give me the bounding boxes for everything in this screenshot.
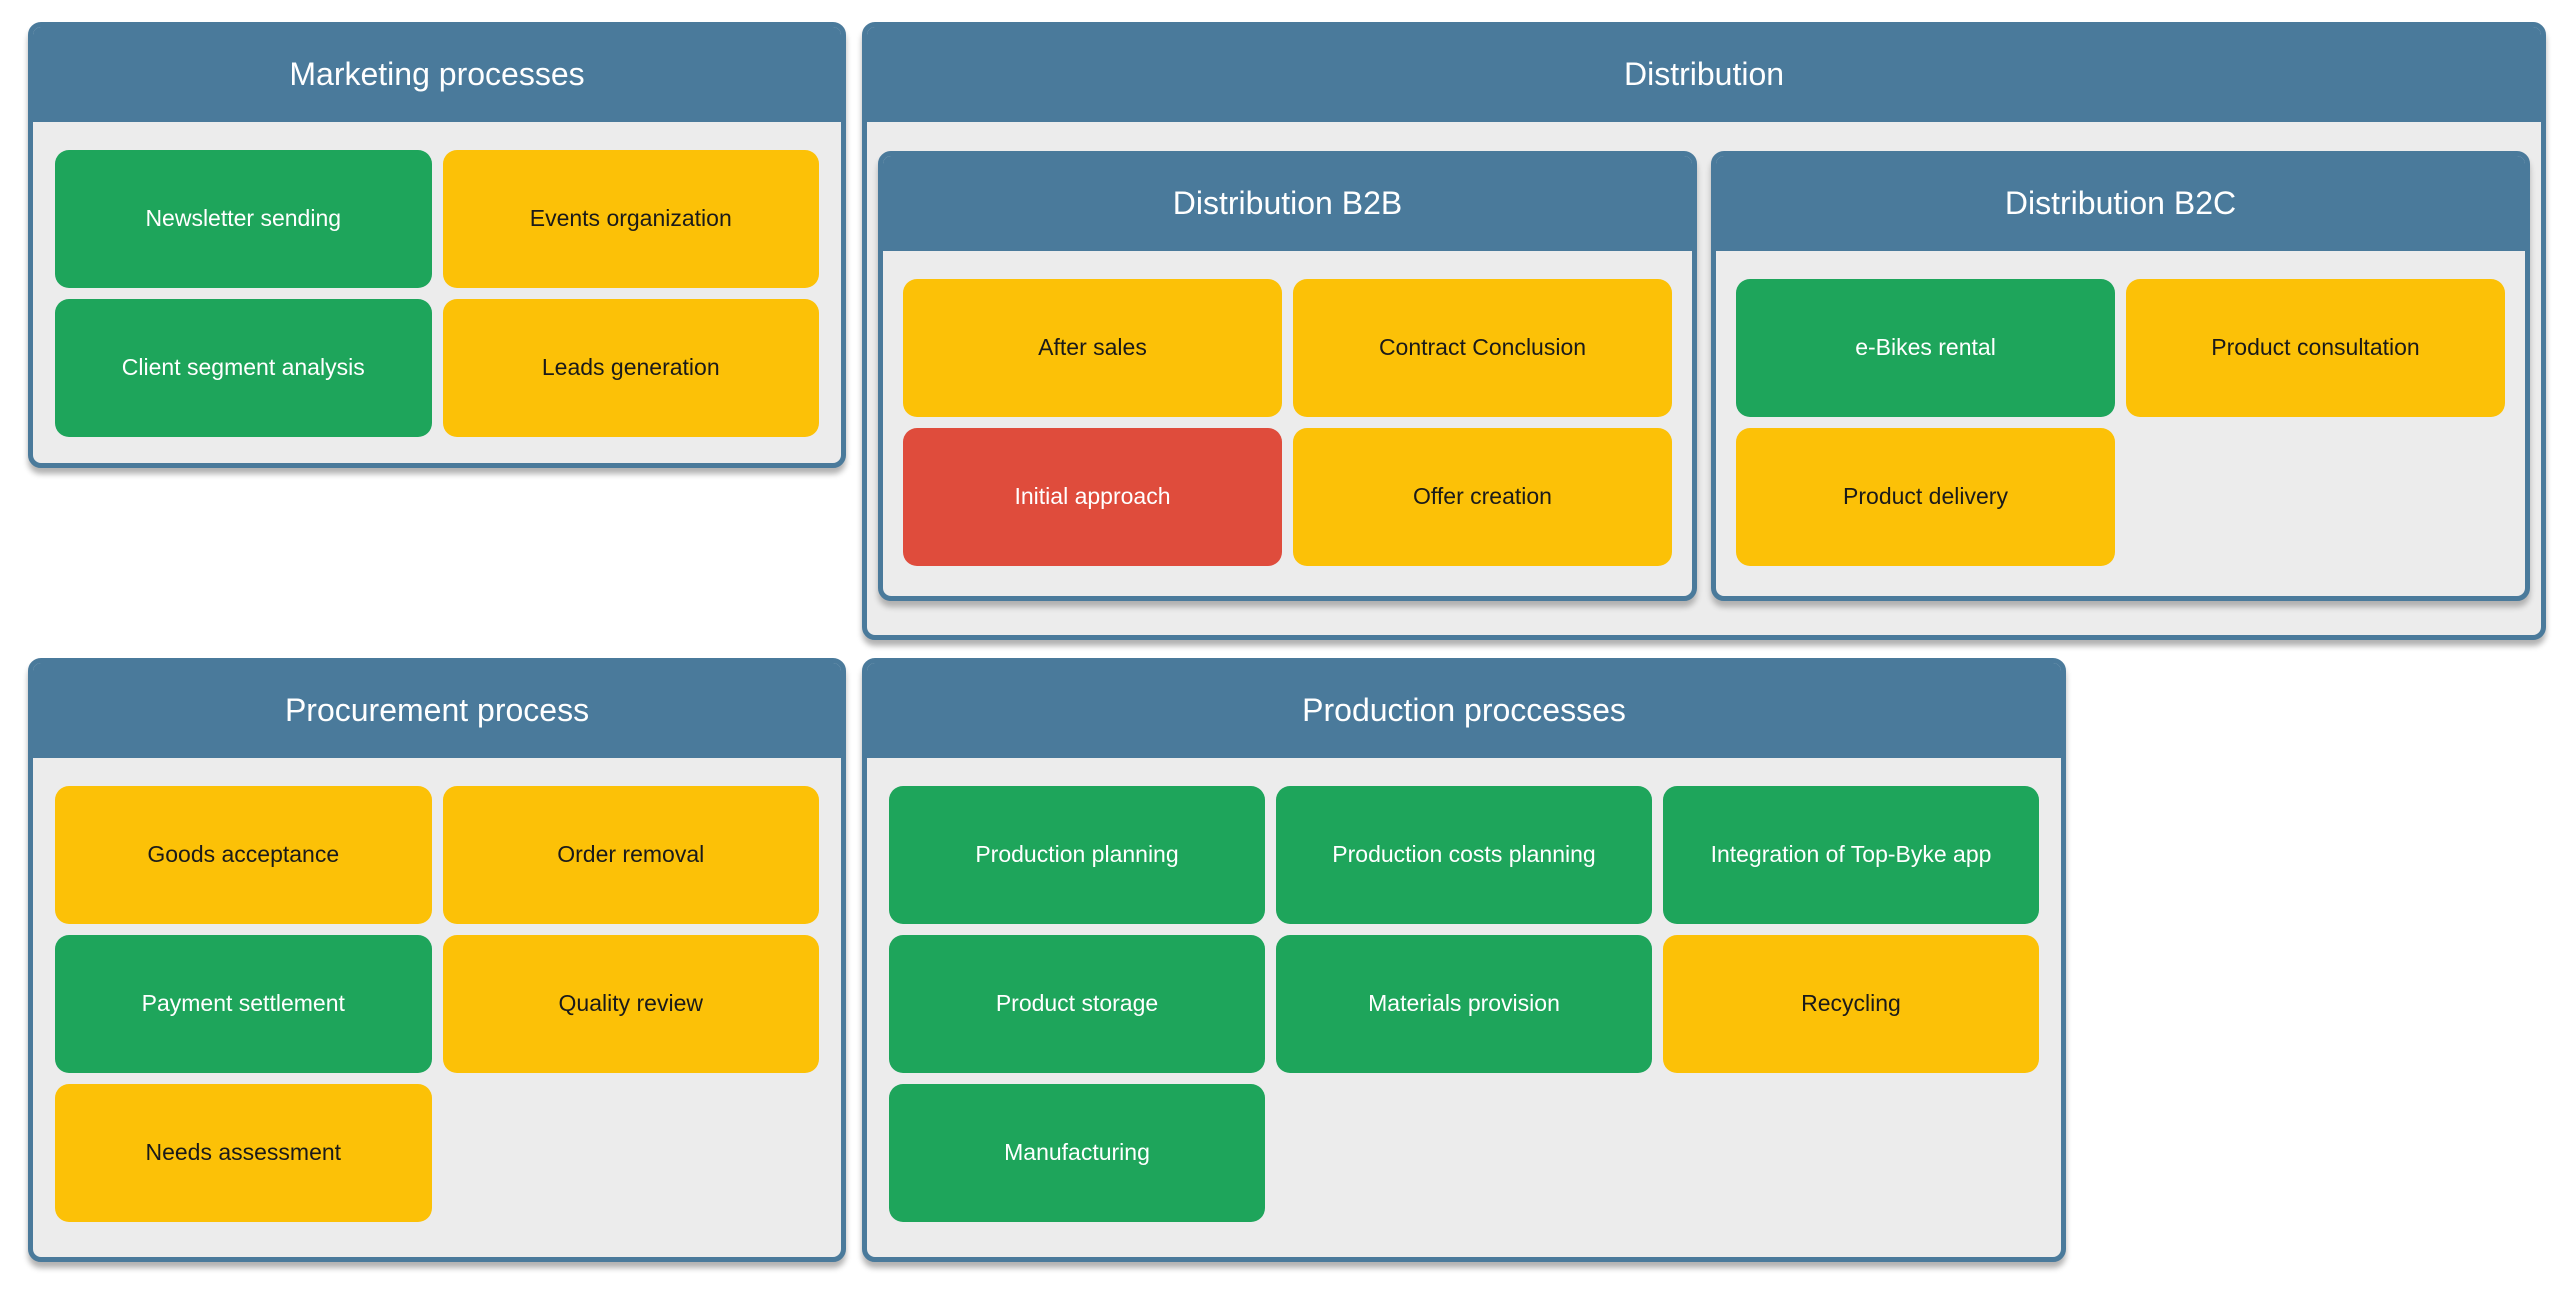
production-tile-grid: Production planning Production costs pla… [867, 758, 2061, 1250]
panel-title-distribution: Distribution [867, 27, 2541, 122]
panel-title-procurement: Procurement process [33, 663, 841, 758]
tile-e-bikes-rental: e-Bikes rental [1736, 279, 2115, 417]
panel-procurement-process: Procurement process Goods acceptance Ord… [28, 658, 846, 1262]
tile-product-consultation: Product consultation [2126, 279, 2505, 417]
tile-recycling: Recycling [1663, 935, 2039, 1073]
tile-materials-provision: Materials provision [1276, 935, 1652, 1073]
tile-client-segment-analysis: Client segment analysis [55, 299, 432, 437]
tile-product-storage: Product storage [889, 935, 1265, 1073]
distribution-subpanel-row: Distribution B2B After sales Contract Co… [867, 122, 2541, 630]
tile-order-removal: Order removal [442, 786, 819, 924]
panel-title-production: Production proccesses [867, 663, 2061, 758]
panel-distribution: Distribution Distribution B2B After sale… [862, 22, 2546, 640]
tile-production-planning: Production planning [889, 786, 1265, 924]
tile-needs-assessment: Needs assessment [55, 1084, 432, 1222]
tile-goods-acceptance: Goods acceptance [55, 786, 432, 924]
subpanel-distribution-b2b: Distribution B2B After sales Contract Co… [878, 151, 1697, 601]
tile-integration-of-top-byke-app: Integration of Top-Byke app [1663, 786, 2039, 924]
tile-contract-conclusion: Contract Conclusion [1293, 279, 1672, 417]
tile-manufacturing: Manufacturing [889, 1084, 1265, 1222]
procurement-tile-grid: Goods acceptance Order removal Payment s… [33, 758, 841, 1250]
b2c-tile-grid: e-Bikes rental Product consultation Prod… [1716, 251, 2525, 594]
panel-production-processes: Production proccesses Production plannin… [862, 658, 2066, 1262]
tile-events-organization: Events organization [442, 150, 819, 288]
tile-product-delivery: Product delivery [1736, 428, 2115, 566]
tile-quality-review: Quality review [442, 935, 819, 1073]
tile-payment-settlement: Payment settlement [55, 935, 432, 1073]
panel-marketing-processes: Marketing processes Newsletter sending E… [28, 22, 846, 468]
b2b-tile-grid: After sales Contract Conclusion Initial … [883, 251, 1692, 594]
tile-initial-approach: Initial approach [903, 428, 1282, 566]
subpanel-distribution-b2c: Distribution B2C e-Bikes rental Product … [1711, 151, 2530, 601]
panel-title-marketing: Marketing processes [33, 27, 841, 122]
subpanel-title-distribution-b2c: Distribution B2C [1716, 156, 2525, 251]
tile-offer-creation: Offer creation [1293, 428, 1672, 566]
tile-leads-generation: Leads generation [442, 299, 819, 437]
tile-newsletter-sending: Newsletter sending [55, 150, 432, 288]
subpanel-title-distribution-b2b: Distribution B2B [883, 156, 1692, 251]
tile-production-costs-planning: Production costs planning [1276, 786, 1652, 924]
marketing-tile-grid: Newsletter sending Events organization C… [33, 122, 841, 463]
tile-after-sales: After sales [903, 279, 1282, 417]
